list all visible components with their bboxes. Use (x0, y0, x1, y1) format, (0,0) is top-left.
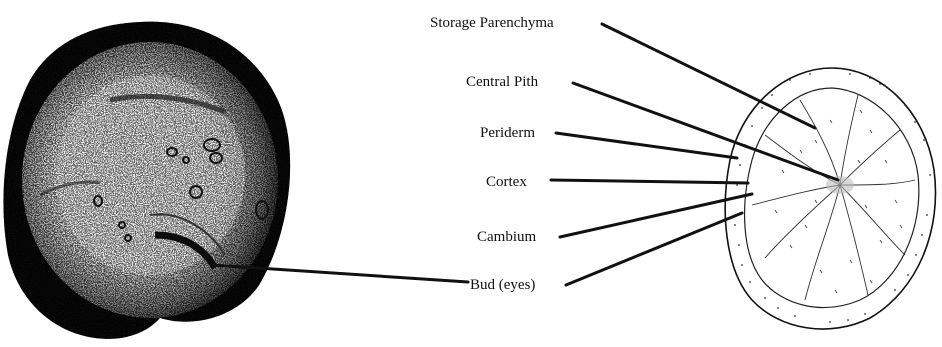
label-cortex: Cortex (486, 174, 527, 190)
leader-bud-right (566, 213, 742, 285)
label-central-pith: Central Pith (466, 74, 539, 90)
label-cambium: Cambium (477, 229, 536, 245)
label-periderm: Periderm (480, 125, 535, 141)
label-storage-parenchyma: Storage Parenchyma (430, 15, 554, 31)
leader-cambium (560, 194, 752, 237)
leader-cortex (551, 180, 748, 183)
label-bud: Bud (eyes) (470, 277, 535, 293)
whole-tuber (0, 0, 300, 347)
leader-storage-parenchyma (602, 24, 815, 128)
tuber-cross-section (725, 68, 935, 329)
labels: Storage Parenchyma Central Pith Periderm… (430, 15, 554, 293)
leader-periderm (556, 133, 737, 158)
